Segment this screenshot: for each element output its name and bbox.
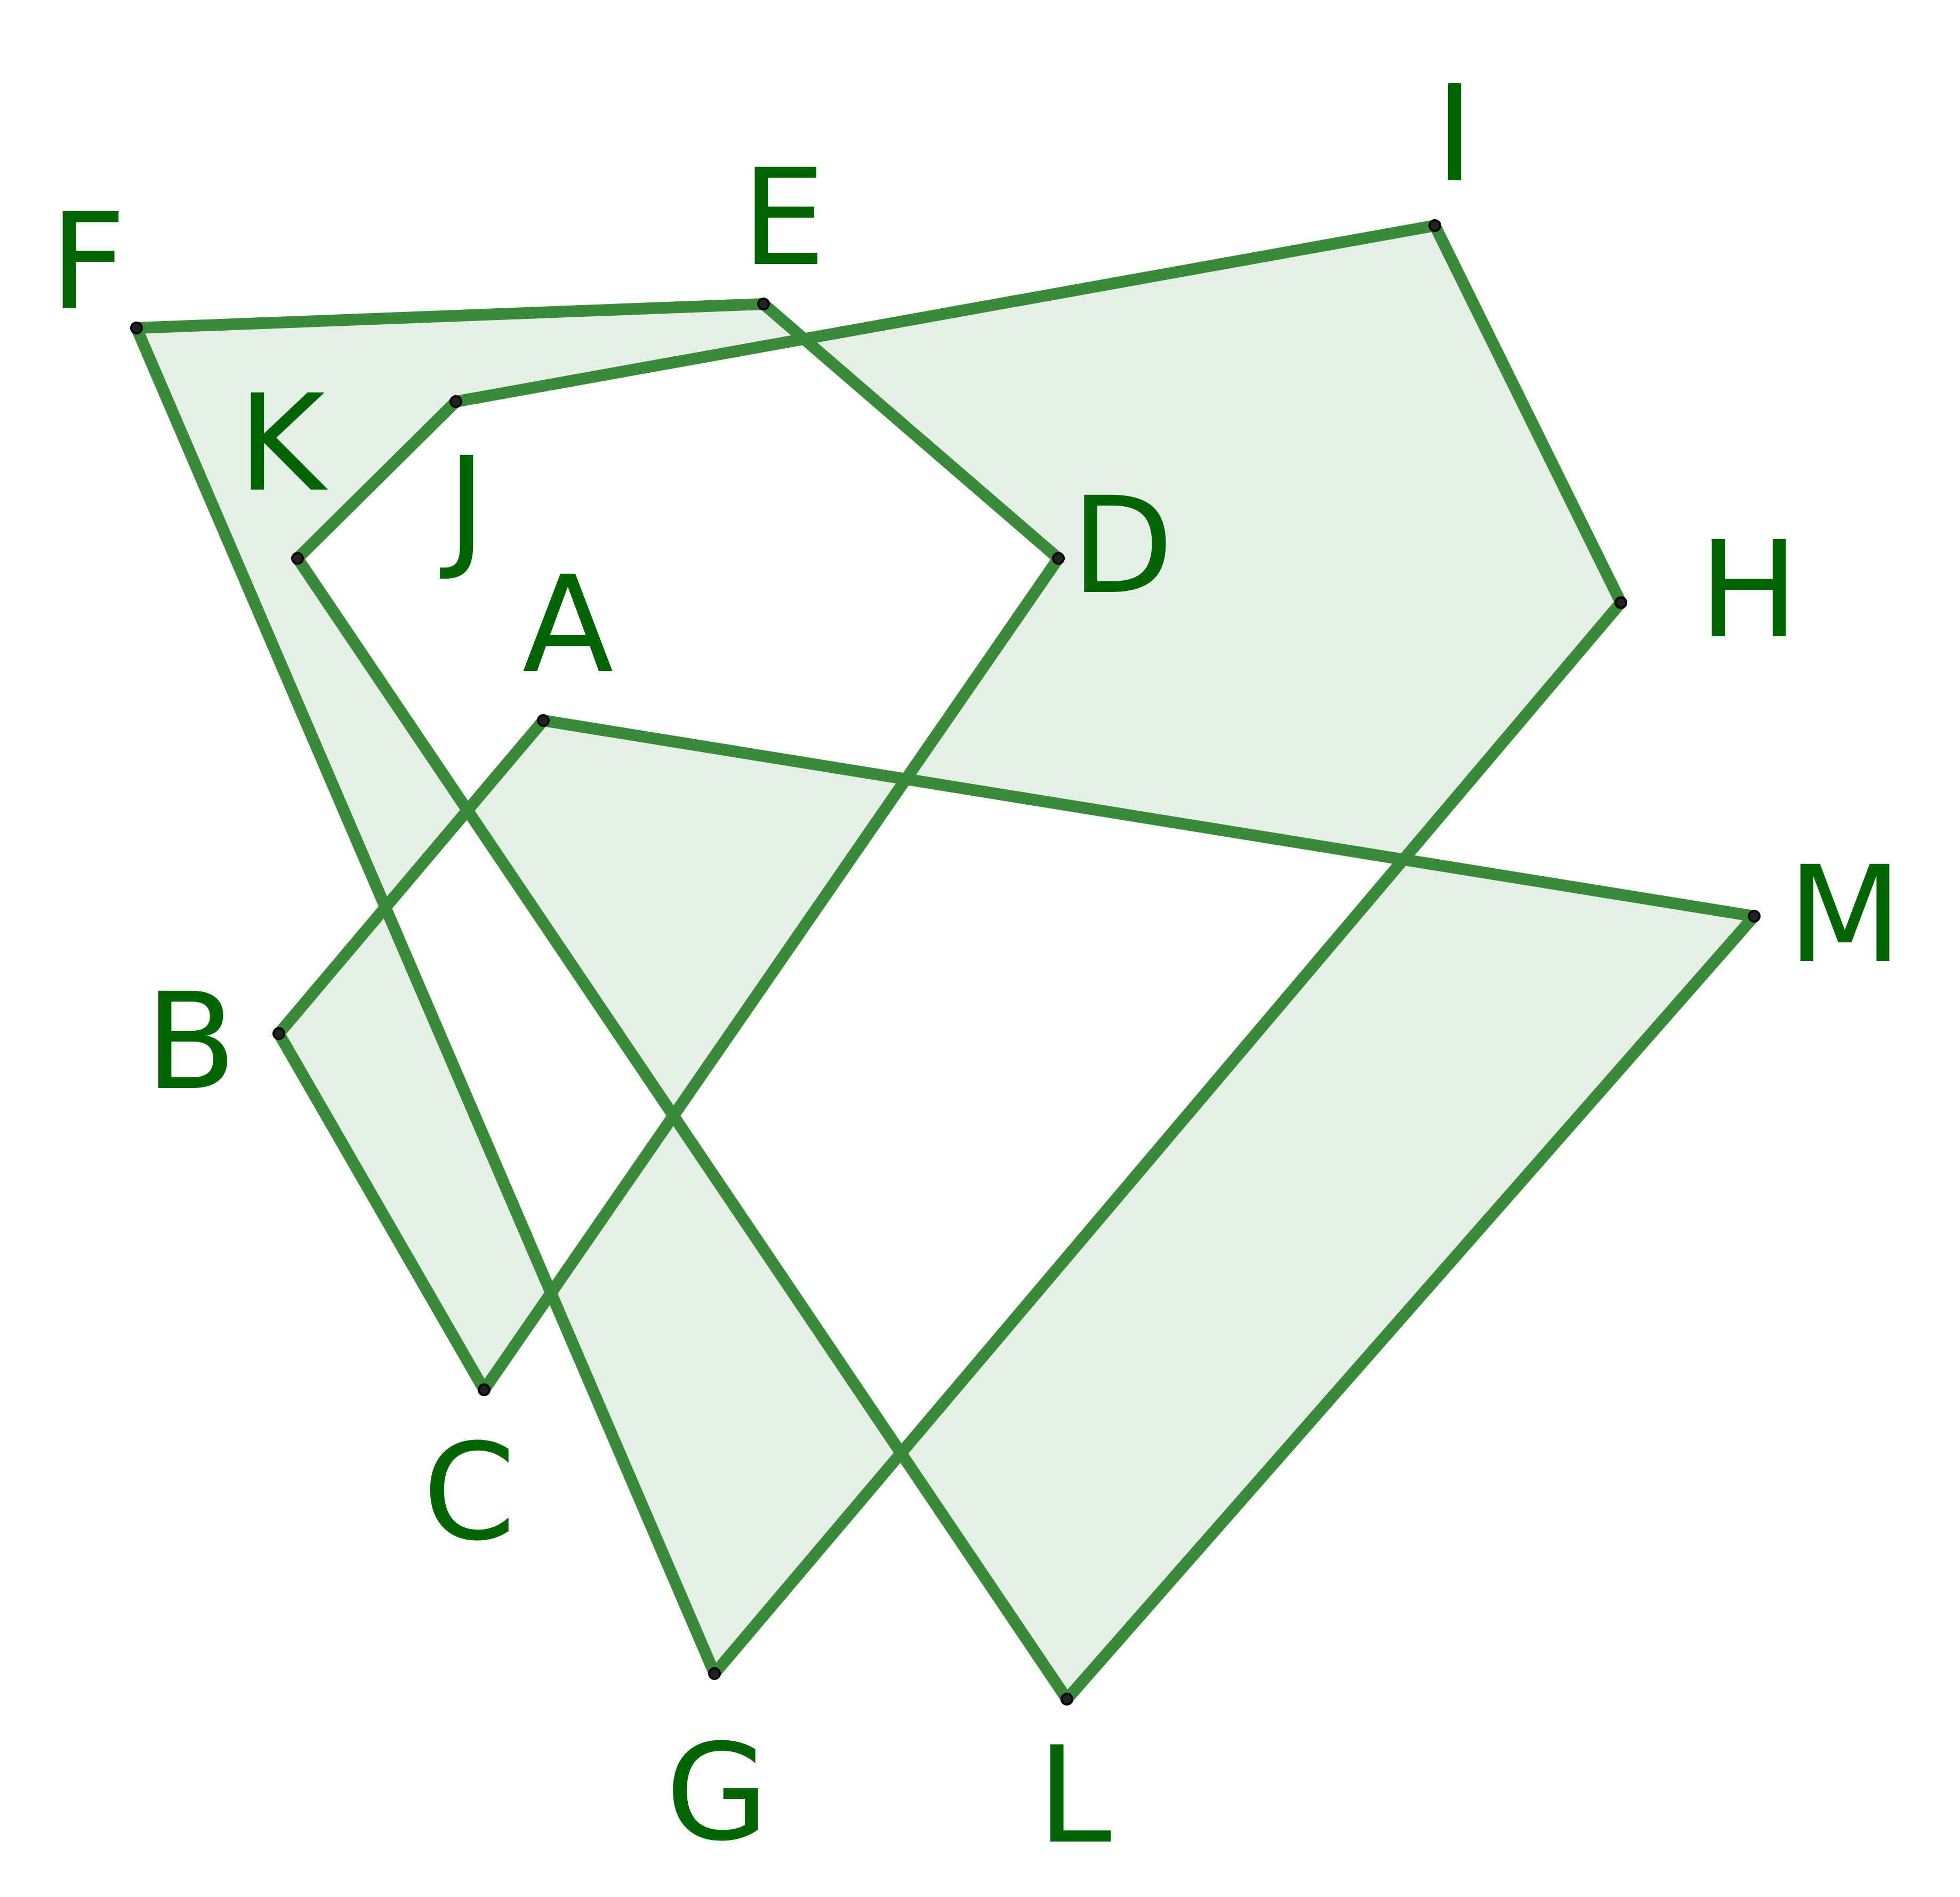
vertex-label-b: B [145, 964, 237, 1119]
vertex-label-k: K [238, 366, 328, 521]
vertex-point-g[interactable] [708, 1667, 721, 1680]
edge-bc [273, 1028, 490, 1396]
vertex-label-h: H [1699, 513, 1799, 668]
vertex-point-b[interactable] [272, 1027, 285, 1040]
vertex-labels: A B C D E F G H I J K L M [50, 57, 1902, 1873]
vertex-label-g: G [665, 1715, 769, 1870]
vertex-point-k[interactable] [291, 552, 304, 565]
edge-fg [131, 322, 720, 1679]
vertex-label-i: I [1435, 57, 1474, 212]
edge-cd [478, 553, 1064, 1396]
vertex-label-e: E [742, 140, 826, 295]
vertex-point-f[interactable] [130, 322, 143, 334]
polygon-fill [136, 226, 1754, 1699]
vertex-label-c: C [423, 1415, 516, 1570]
vertex-point-e[interactable] [757, 298, 770, 310]
edge-kl [292, 553, 1073, 1705]
vertex-label-d: D [1071, 468, 1174, 623]
edge-ma [537, 715, 1760, 922]
edge-gh [709, 597, 1627, 1679]
polygon-edges [131, 220, 1760, 1705]
vertex-label-m: M [1787, 837, 1902, 992]
edge-de [758, 298, 1064, 564]
vertex-point-a[interactable] [537, 714, 550, 727]
vertex-point-l[interactable] [1061, 1693, 1073, 1706]
edge-lm [1061, 910, 1760, 1705]
vertex-label-j: J [440, 428, 486, 583]
edge-ij [450, 220, 1441, 407]
edge-hi [1429, 220, 1627, 609]
vertex-point-m[interactable] [1748, 910, 1761, 923]
vertex-point-h[interactable] [1614, 596, 1627, 609]
vertex-point-j[interactable] [449, 395, 462, 408]
polygon-vertices [130, 219, 1761, 1706]
vertex-label-a: A [522, 547, 613, 702]
edge-ab [273, 715, 549, 1039]
vertex-point-c[interactable] [478, 1383, 491, 1396]
vertex-label-f: F [50, 185, 126, 340]
edge-ef [131, 298, 769, 334]
edge-jk [292, 396, 462, 564]
vertex-label-l: L [1037, 1718, 1111, 1873]
vertex-point-d[interactable] [1052, 552, 1065, 565]
vertex-point-i[interactable] [1428, 219, 1441, 232]
